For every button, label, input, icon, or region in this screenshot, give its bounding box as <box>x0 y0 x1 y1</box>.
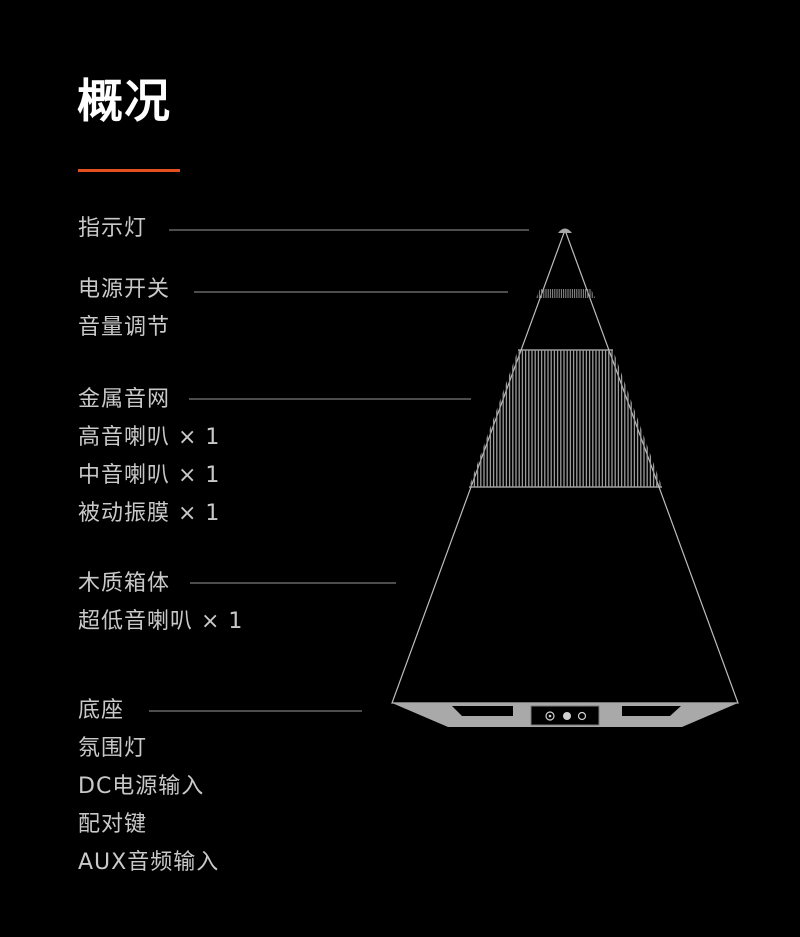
label-volume-control: 音量调节 <box>78 315 171 340</box>
label-base: 底座 <box>78 698 125 723</box>
aux-input-port-icon <box>577 711 587 721</box>
metal-grille <box>470 350 661 487</box>
label-power-switch: 电源开关 <box>78 277 171 302</box>
label-dc-power-input: DC电源输入 <box>78 774 205 799</box>
label-midrange: 中音喇叭 × 1 <box>78 463 221 488</box>
ambient-light-slot-right <box>622 706 681 716</box>
speaker-base <box>392 703 738 727</box>
label-metal-grille: 金属音网 <box>78 387 171 412</box>
ambient-light-slot-left <box>452 706 513 716</box>
label-tweeter: 高音喇叭 × 1 <box>78 425 221 450</box>
label-wood-cabinet: 木质箱体 <box>78 571 171 596</box>
speaker-cone-outline <box>391 228 739 704</box>
dc-power-port-icon <box>545 711 555 721</box>
indicator-light-cap <box>558 228 572 233</box>
power-switch-band <box>536 289 595 298</box>
label-indicator-light: 指示灯 <box>78 216 148 241</box>
label-ambient-light: 氛围灯 <box>78 736 148 761</box>
label-passive-radiator: 被动振膜 × 1 <box>78 501 221 526</box>
label-subwoofer: 超低音喇叭 × 1 <box>78 609 244 634</box>
label-pairing-button: 配对键 <box>78 812 148 837</box>
dc-power-port-pin <box>548 714 552 718</box>
title-accent-bar <box>78 169 180 172</box>
speaker-body <box>391 228 739 704</box>
label-aux-input: AUX音频输入 <box>78 850 220 875</box>
pairing-button-icon <box>563 712 571 720</box>
page-title: 概况 <box>77 74 171 128</box>
